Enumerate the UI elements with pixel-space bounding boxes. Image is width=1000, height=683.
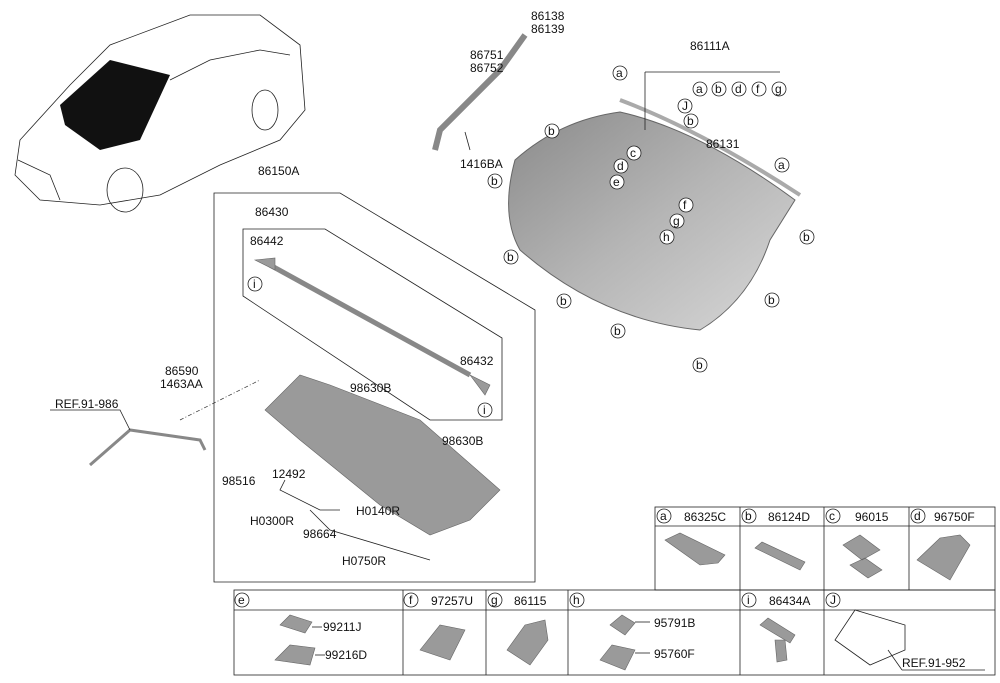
part-label: a [696, 82, 703, 96]
part-label: c [630, 146, 636, 160]
part-label: 86138 [531, 9, 565, 23]
part-label: REF.91-986 [55, 397, 119, 411]
part-label: d [617, 159, 624, 173]
part-label: 86752 [470, 61, 504, 75]
part-label: h [573, 593, 580, 607]
part-label: b [560, 294, 567, 308]
car-illustration [14, 14, 306, 213]
part-label: b [507, 250, 514, 264]
part-label: h [663, 230, 670, 244]
part-label: 86115 [514, 594, 547, 608]
part-label: H0140R [356, 504, 400, 518]
part-label: f [756, 82, 760, 96]
cowl-kit-box [213, 192, 536, 583]
part-label: H0300R [250, 514, 294, 528]
part-label: i [483, 403, 486, 417]
part-label: b [687, 114, 694, 128]
part-label: b [803, 230, 810, 244]
part-label: 86442 [250, 234, 284, 248]
part-label: 98516 [222, 474, 256, 488]
part-label: 97257U [431, 594, 473, 608]
cowl-panel [264, 374, 501, 536]
part-label: 99216D [325, 648, 367, 662]
part-label: i [253, 277, 256, 291]
part-label: 95791B [654, 616, 695, 630]
part-label: 1416BA [460, 157, 503, 171]
part-label: 96750F [934, 510, 975, 524]
part-label: J [830, 593, 836, 607]
part-label: a [616, 66, 623, 80]
part-label: 86131 [706, 137, 740, 151]
part-label: g [775, 82, 782, 96]
part-label: g [491, 593, 498, 607]
part-label: b [696, 358, 703, 372]
part-label: 86124D [768, 510, 810, 524]
cowl-seal-box [242, 228, 503, 421]
part-label: d [735, 82, 742, 96]
part-label: b [548, 124, 555, 138]
part-label: REF.91-952 [902, 656, 966, 670]
part-label: H0750R [342, 554, 386, 568]
part-label: g [673, 214, 680, 228]
part-label: 86434A [769, 594, 810, 608]
part-label: 86139 [531, 22, 565, 36]
part-labels: 86138 86139 86751 86752 1416BA 86111A 86… [55, 9, 740, 568]
part-label: b [715, 82, 722, 96]
callouts: a a b d f g b b J b c d e f g h a b b b … [247, 65, 815, 418]
part-label: 12492 [272, 467, 306, 481]
part-label: b [745, 509, 752, 523]
windshield [432, 33, 802, 331]
part-label: 86590 [165, 364, 199, 378]
legend-table: a 86325C b 86124D c 96015 d 96750F e f 9… [233, 506, 996, 676]
part-label: d [914, 509, 921, 523]
part-label: 98630B [350, 381, 391, 395]
part-label: 86325C [684, 510, 726, 524]
part-label: 86432 [460, 354, 494, 368]
part-label: 86430 [255, 205, 289, 219]
part-label: a [778, 158, 785, 172]
part-label: c [829, 509, 835, 523]
part-label: 1463AA [160, 377, 203, 391]
part-label: a [660, 509, 667, 523]
part-label: b [491, 174, 498, 188]
part-label: 99211J [323, 620, 361, 634]
part-label: 86751 [470, 48, 504, 62]
part-label: 86150A [258, 164, 299, 178]
part-label: b [768, 293, 775, 307]
part-label: J [682, 99, 688, 113]
part-label: f [683, 198, 687, 212]
part-label: 98664 [303, 527, 337, 541]
part-label: e [238, 593, 245, 607]
part-label: 86111A [690, 39, 730, 53]
part-label: b [614, 324, 621, 338]
part-label: 95760F [654, 647, 695, 661]
part-label: 98630B [442, 434, 483, 448]
part-label: i [747, 593, 750, 607]
part-label: 96015 [855, 510, 889, 524]
part-label: e [613, 175, 620, 189]
part-label: f [409, 593, 413, 607]
